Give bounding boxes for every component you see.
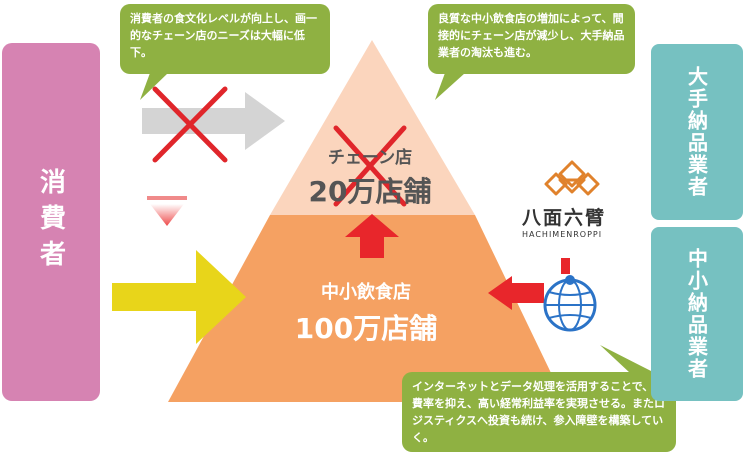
large-supplier-box <box>651 44 743 220</box>
large-supplier-label: 大手納品業者 <box>684 66 709 198</box>
consumer-label: 消費者 <box>35 168 66 276</box>
bubble-tail-left <box>140 73 168 100</box>
small-supplier-label: 中小納品業者 <box>684 248 709 380</box>
chain-store-label: チェーン店 <box>327 148 413 168</box>
bubble-bottom-right: インターネットとデータ処理を活用することで、経費率を抑え、高い経常利益率を実現さ… <box>402 372 676 452</box>
bubble-tail-top-right <box>435 73 465 100</box>
cross-icon-chain <box>333 125 407 207</box>
cross-icon-left <box>152 86 228 163</box>
small-supplier-box <box>651 227 743 401</box>
small-restaurant-label: 中小飲食店 <box>321 282 411 303</box>
logo-name: 八面六臂 <box>522 207 607 229</box>
bubble-top-right: 良質な中小飲食店の増加によって、間接的にチェーン店が減少し、大手納品業者の淘汰も… <box>428 4 635 74</box>
gray-arrow <box>142 92 285 150</box>
logo-subtitle: HACHIMENROPPI <box>522 230 603 239</box>
down-triangle-icon <box>147 196 187 226</box>
pyramid-bottom-tier <box>168 215 565 402</box>
pyramid-top-tier <box>270 40 475 215</box>
globe-icon <box>543 258 597 332</box>
red-up-arrow <box>345 214 399 258</box>
yellow-arrow <box>112 250 246 344</box>
consumer-box <box>2 43 100 401</box>
bubble-tail-bottom-right <box>600 345 655 373</box>
small-restaurant-count: 100万店舗 <box>294 312 438 345</box>
bubble-left: 消費者の食文化レベルが向上し、画一的なチェーン店のニーズは大幅に低下。 <box>120 4 330 74</box>
red-left-arrow <box>488 276 544 310</box>
logo-mark-icon <box>544 160 600 196</box>
chain-store-count: 20万店舗 <box>308 175 432 208</box>
